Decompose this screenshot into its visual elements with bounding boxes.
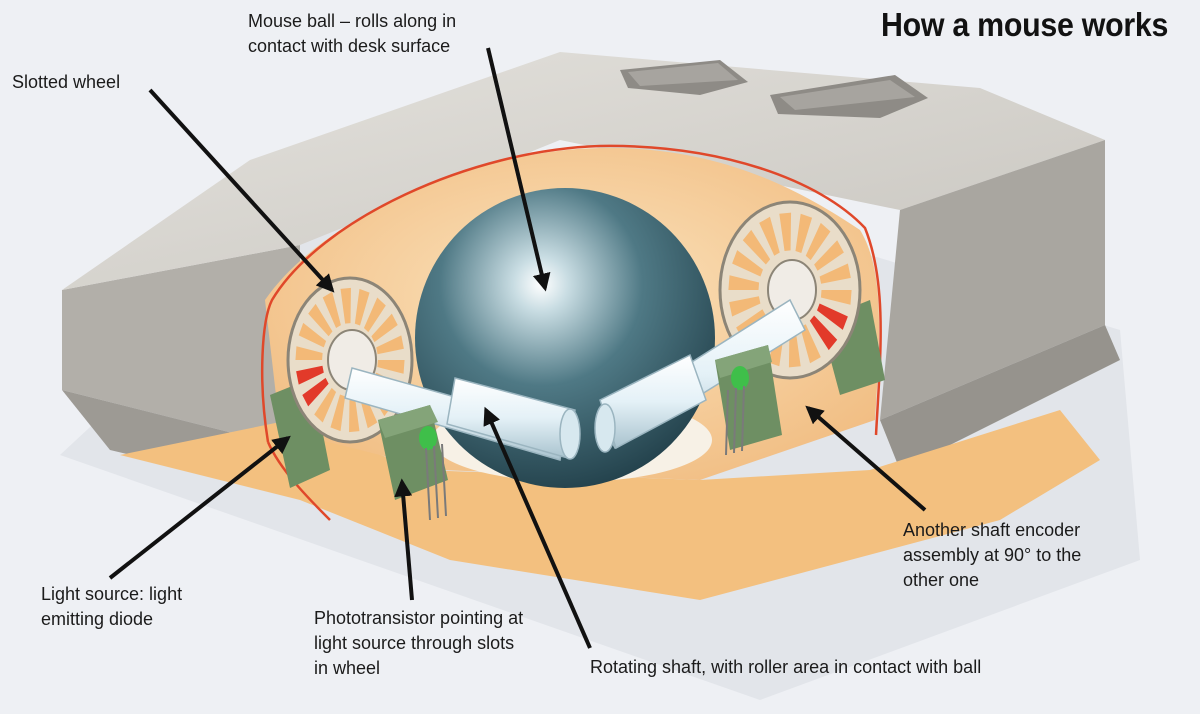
label-rotating-shaft: Rotating shaft, with roller area in cont…: [590, 657, 982, 677]
wheel-slot: [298, 322, 327, 348]
label-another-encoder: Another shaft encoder assembly at 90° to…: [903, 520, 1082, 590]
arrow-light-source: [108, 435, 291, 580]
wheel-slot: [779, 212, 792, 252]
cutaway-floor: [120, 410, 1100, 600]
wheel-slot: [728, 275, 760, 290]
label-mouse-ball: Mouse ball – rolls along in contact with…: [248, 11, 457, 56]
wheel-slot: [330, 394, 346, 432]
label-light-source: Light source: light emitting diode: [41, 584, 183, 629]
wheel-slot: [729, 296, 761, 317]
arrow-mouse-ball: [486, 47, 551, 292]
wheel-slot: [805, 222, 831, 261]
arrow-another-encoder: [805, 405, 927, 512]
phototransistor-right: [715, 345, 782, 456]
arrow-rotating-shaft: [483, 406, 592, 649]
wheel-slot: [308, 303, 333, 337]
wheel-slot: [314, 387, 337, 423]
right-button-top: [780, 80, 915, 110]
casing-right-lower: [880, 325, 1120, 470]
wheel-slot: [376, 335, 404, 355]
casing-right-side: [880, 140, 1105, 420]
arrow-phototransistor: [394, 478, 414, 601]
wheel-slot: [322, 291, 341, 329]
wheel-slot: [296, 365, 324, 385]
arrow-slotted-wheel: [148, 88, 335, 293]
label-phototransistor: Phototransistor pointing at light source…: [314, 608, 524, 678]
wheel-slot: [817, 303, 848, 330]
cut-edge-outline: [260, 144, 882, 443]
right-shaft: [594, 298, 806, 453]
wheel-slot: [800, 324, 821, 364]
pointer-arrows: [108, 47, 927, 649]
wheel-slot: [340, 287, 351, 324]
wheel-slot: [354, 288, 370, 326]
wheel-slot: [732, 250, 763, 277]
label-slotted-wheel: Slotted wheel: [12, 72, 121, 92]
wheel-slot: [809, 315, 838, 351]
wheel-slot: [819, 263, 851, 284]
wheel-slot: [302, 377, 329, 407]
wheel-slot: [363, 297, 386, 333]
left-button-top: [628, 63, 738, 86]
wheel-slot: [795, 213, 813, 254]
diagram-title: How a mouse works: [880, 6, 1168, 43]
wheel-slot: [742, 229, 771, 265]
wheel-slot: [820, 290, 852, 305]
wheel-slot: [814, 240, 844, 271]
wheel-slot: [371, 313, 398, 343]
wheel-slot: [295, 346, 323, 360]
wheel-slot: [377, 360, 405, 374]
wheel-slot: [759, 216, 780, 256]
phototransistor-front: [378, 405, 448, 521]
left-shaft: [344, 367, 581, 461]
wheel-slot: [349, 396, 360, 433]
casing-left-side: [62, 245, 300, 450]
